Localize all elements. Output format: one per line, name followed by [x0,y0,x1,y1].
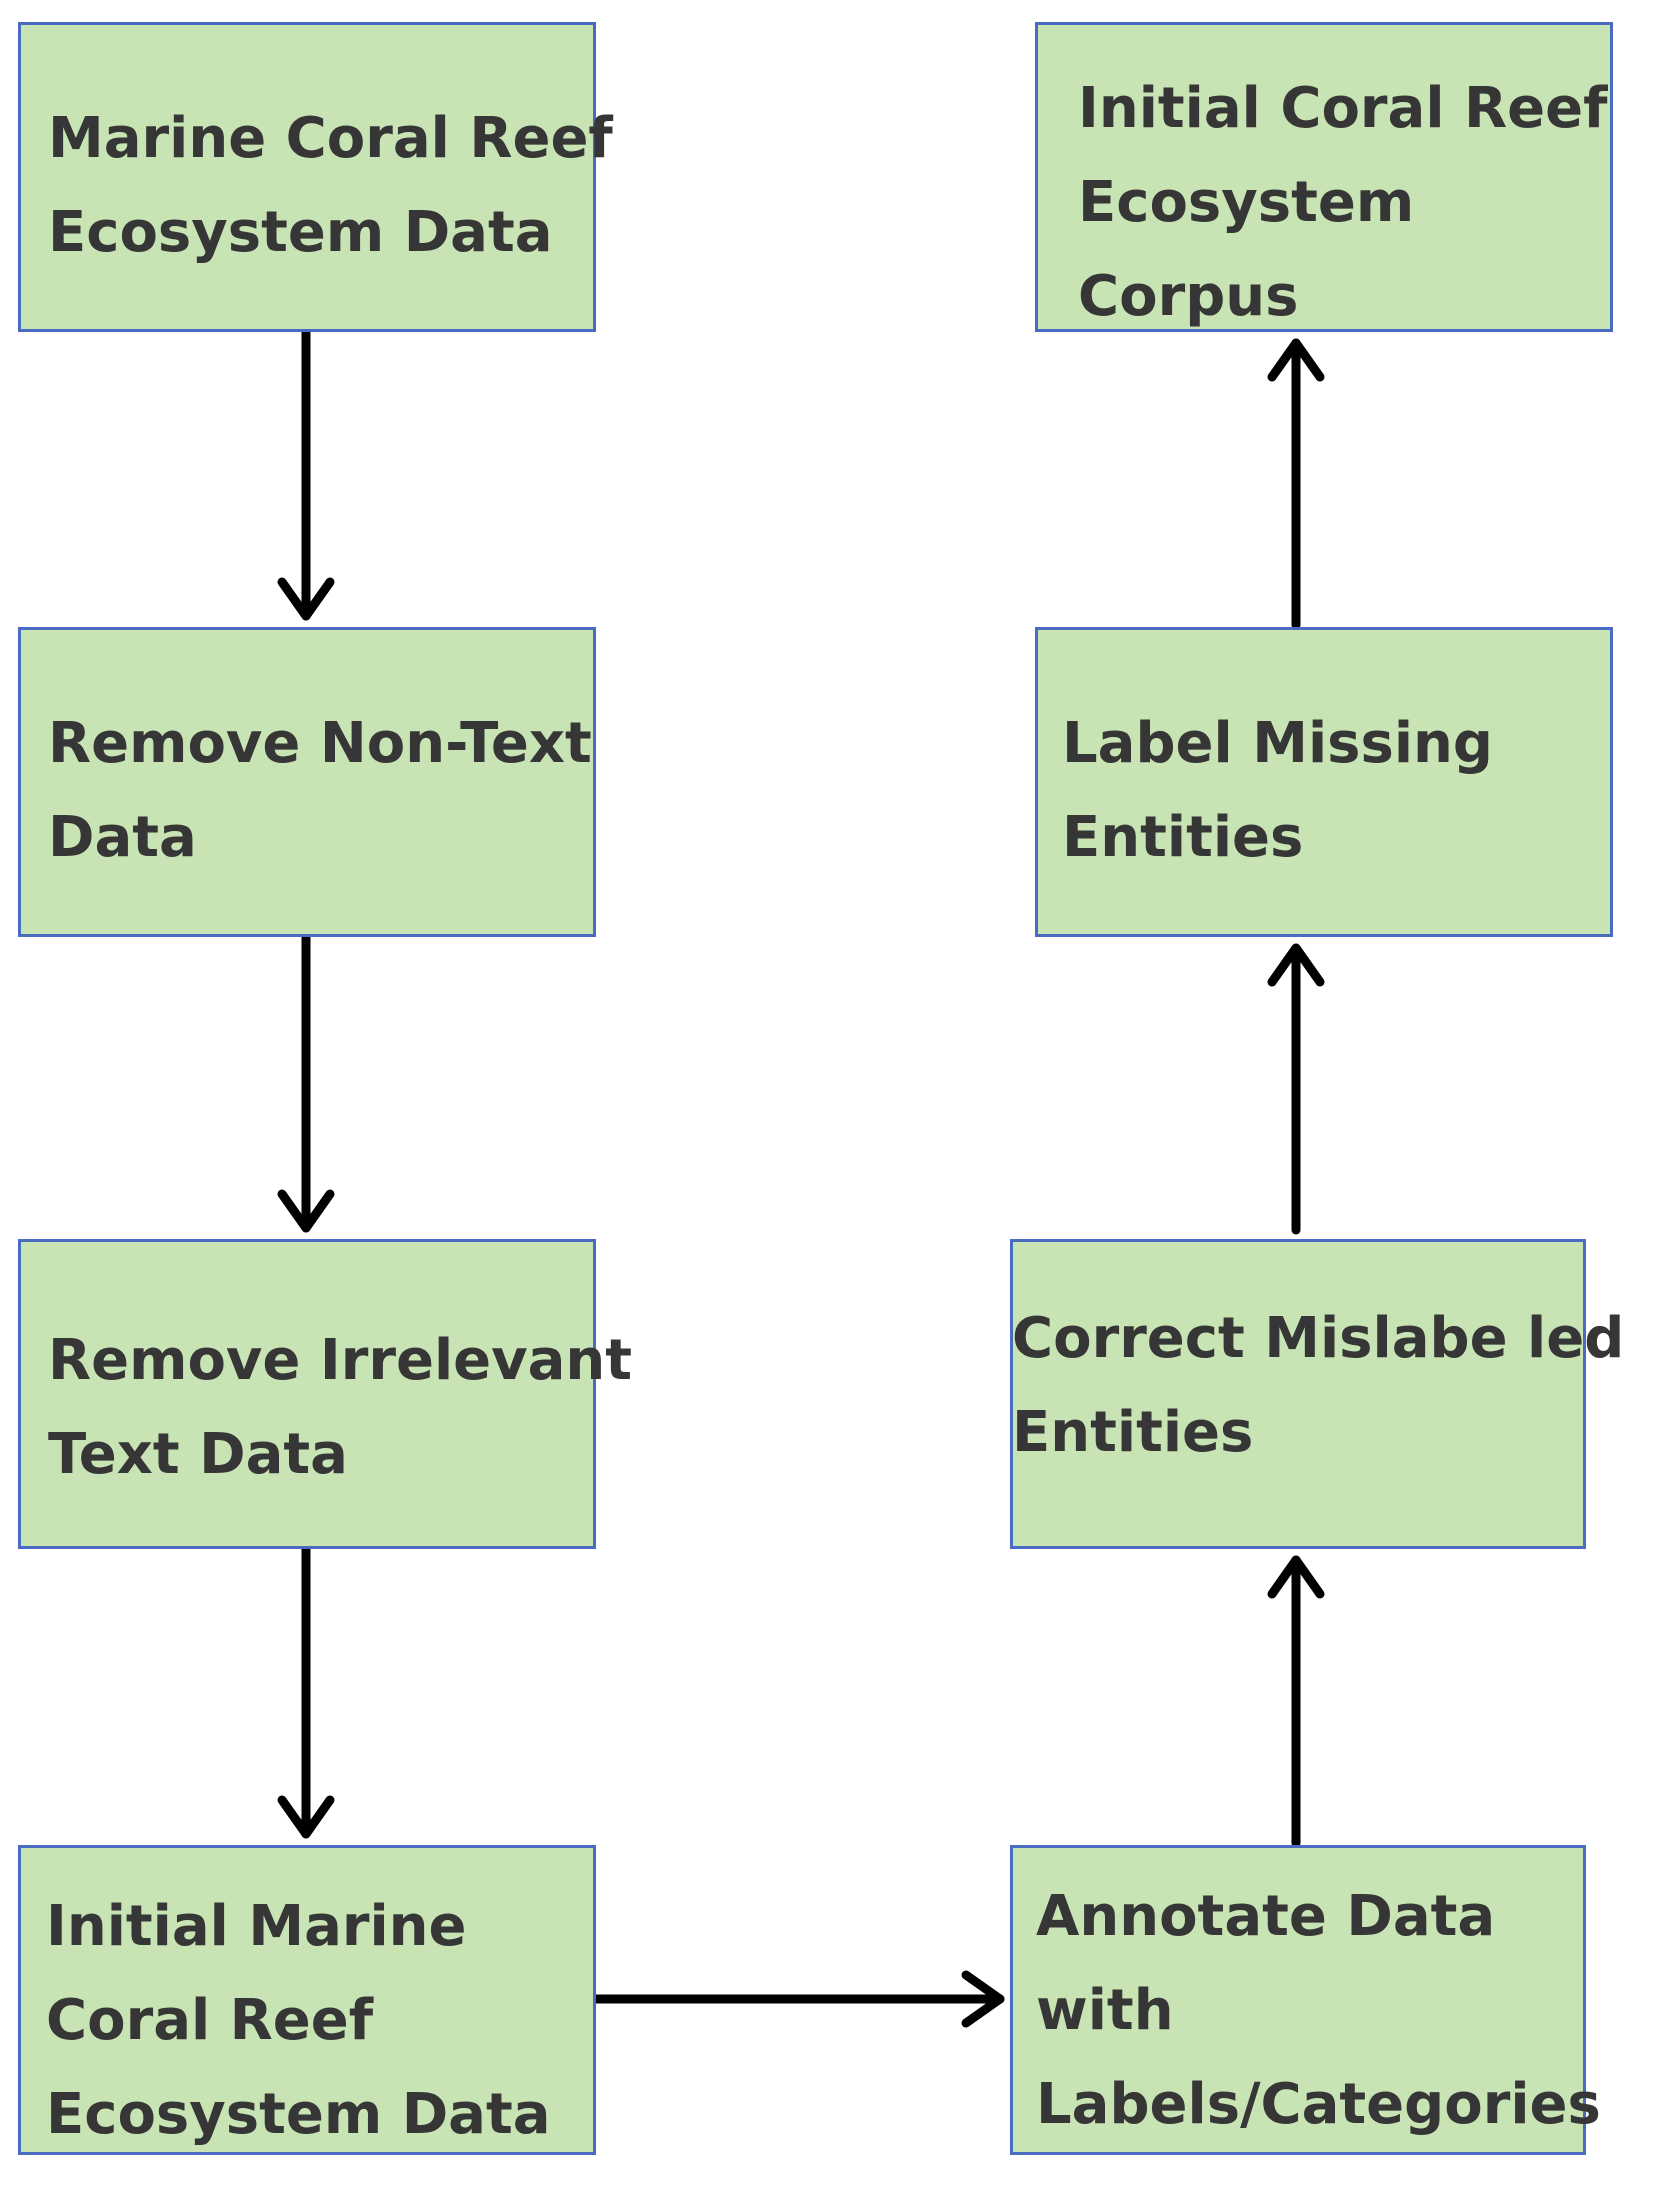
node-marine-coral-reef-data [18,22,596,332]
node-correct-mislabeled-entities [1010,1239,1586,1549]
arrow-annotate-to-correct [1267,1555,1325,1848]
node-remove-non-text-data [18,627,596,937]
node-annotate-data [1010,1845,1586,2155]
node-initial-coral-reef-corpus [1035,22,1613,332]
node-remove-irrelevant-text-data-label: Remove Irrelevant Text Data [48,1328,633,1487]
node-marine-coral-reef-data-label: Marine Coral Reef Ecosystem Data [48,106,613,265]
arrow-non-text-to-irrelevant [277,932,335,1233]
node-annotate-data-label: Annotate Data with Labels/Categories [1036,1884,1601,2137]
arrow-irrelevant-to-initial-marine [277,1543,335,1839]
node-label-missing-entities [1035,627,1613,937]
node-label-missing-entities-label: Label Missing Entities [1062,711,1493,870]
node-correct-mislabeled-entities-label: Correct Mislabe led Entities [1012,1306,1625,1465]
arrow-label-missing-to-corpus [1267,338,1325,630]
arrow-correct-to-label-missing [1267,943,1325,1235]
node-remove-irrelevant-text-data [18,1239,596,1549]
arrow-marine-to-remove-non-text [277,325,335,621]
node-remove-non-text-data-label: Remove Non-Text Data [48,711,592,870]
node-initial-marine-coral-reef-data [18,1845,596,2155]
arrow-initial-marine-to-annotate [587,1970,1005,2028]
node-initial-coral-reef-corpus-label: Initial Coral Reef Ecosystem Corpus [1078,76,1608,329]
node-initial-marine-coral-reef-data-label: Initial Marine Coral Reef Ecosystem Data [46,1894,551,2147]
